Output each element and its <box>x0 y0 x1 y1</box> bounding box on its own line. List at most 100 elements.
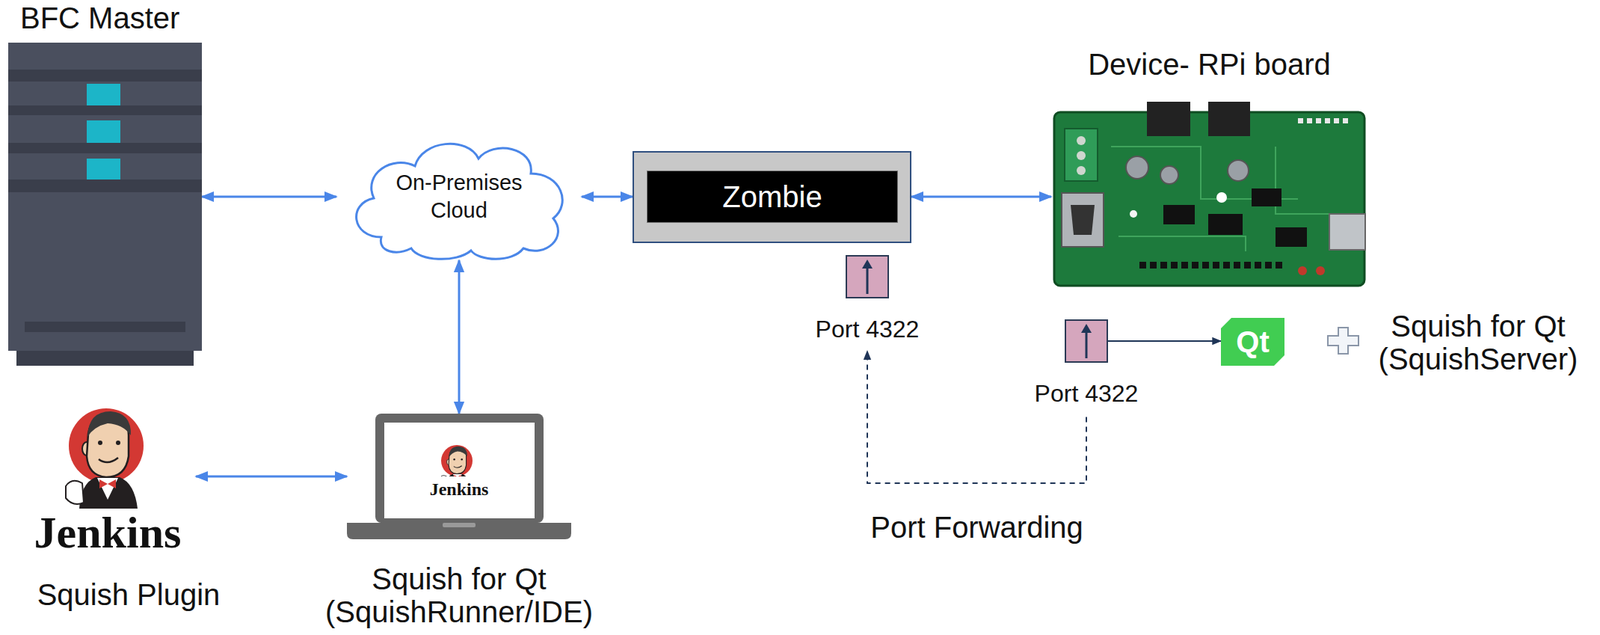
connector-arrow <box>195 475 347 478</box>
layout-box: On-Premises Cloud <box>336 132 582 261</box>
graphic-rect <box>1265 261 1272 269</box>
graphic-rect <box>1275 261 1283 269</box>
graphic-path <box>453 465 463 469</box>
graphic-rect <box>375 413 544 523</box>
graphic-circle <box>1076 136 1086 146</box>
graphic-line <box>866 266 869 294</box>
graphic-path <box>87 411 131 437</box>
graphic-rect <box>1212 261 1220 269</box>
port-forward-connector <box>867 350 1087 483</box>
graphic-circle <box>1076 165 1086 175</box>
graphic-rect <box>8 105 202 116</box>
port-box: Port 4322 <box>1064 319 1109 363</box>
graphic-rect <box>1064 128 1098 181</box>
graphic-path <box>65 480 84 504</box>
layout-box: Squish Plugin <box>16 577 241 612</box>
graphic-path <box>1111 146 1336 252</box>
layout-box: BFC Master <box>20 0 180 36</box>
graphic-rect <box>1233 261 1241 269</box>
graphic-circle <box>68 408 144 483</box>
graphic-rect <box>1297 118 1304 124</box>
server-illustration-holder <box>8 42 202 366</box>
layout-box: Device- RPi board <box>1051 46 1368 83</box>
graphic-path <box>97 477 119 500</box>
graphic-path <box>441 475 448 477</box>
jenkins-butler <box>19 403 196 509</box>
node-heading: Device- RPi board <box>1087 46 1331 83</box>
connector-arrow <box>911 195 1052 199</box>
graphic-path <box>99 479 116 489</box>
jenkins-icon <box>441 444 473 477</box>
jenkins-node: JenkinsSquish Plugin <box>19 403 196 614</box>
port-label: Port 4322 <box>1034 379 1139 408</box>
graphic-rect <box>24 321 186 332</box>
graphic-rect <box>1065 320 1108 362</box>
graphic-rect <box>1146 101 1191 137</box>
layout-box: Port 4322 <box>1019 379 1153 408</box>
graphic-circle <box>97 440 103 445</box>
rpi-board-illustration <box>1051 101 1368 291</box>
connector-arrow <box>581 195 633 199</box>
graphic-rect <box>1306 118 1313 124</box>
node-caption: Squish Plugin <box>37 577 221 612</box>
rpi-board-illustration-holder <box>1051 101 1368 291</box>
graphic-rect <box>1181 261 1189 269</box>
qt-logo: Qt <box>1220 317 1285 366</box>
jenkins-icon-holder <box>441 444 473 477</box>
graphic-circle <box>460 458 463 461</box>
jenkins-butler-holder <box>19 403 196 509</box>
graphic-rect <box>1191 261 1199 269</box>
qt-logo-text: Qt <box>1235 326 1269 357</box>
graphic-path <box>862 259 873 269</box>
connector-arrow <box>1108 340 1221 342</box>
graphic-rect <box>1208 213 1243 235</box>
graphic-rect <box>8 179 202 193</box>
zombie-inner-panel: Zombie <box>646 170 898 223</box>
graphic-rect <box>384 422 535 519</box>
graphic-path <box>449 446 468 457</box>
connector-arrow <box>458 260 461 414</box>
graphic-rect <box>1223 261 1230 269</box>
edge-label: Port Forwarding <box>867 509 1087 545</box>
graphic-rect <box>86 83 121 106</box>
graphic-circle <box>453 458 456 461</box>
jenkins-wordmark: Jenkins <box>34 509 182 555</box>
graphic-rect <box>1202 261 1209 269</box>
graphic-rect <box>1329 213 1366 250</box>
layout-box: Port Forwarding <box>827 509 1127 545</box>
graphic-path <box>453 474 463 477</box>
graphic-rect <box>1315 118 1322 124</box>
plus-shape <box>1327 327 1359 354</box>
graphic-path <box>1081 323 1092 333</box>
graphic-rect <box>1254 261 1262 269</box>
graphic-rect <box>1208 101 1251 137</box>
layout-box: Port 4322 <box>800 314 934 344</box>
cloud-label: On-Premises Cloud <box>380 168 538 224</box>
node-heading: BFC Master <box>20 0 180 36</box>
device-node: Device- RPi board <box>1051 44 1368 291</box>
cloud-shape-holder <box>336 132 582 261</box>
plus-symbol <box>1327 326 1360 355</box>
port-square <box>1064 319 1109 363</box>
graphic-rect <box>1170 261 1178 269</box>
graphic-rect <box>16 350 194 366</box>
zombie-label: Zombie <box>722 180 822 214</box>
graphic-circle <box>1160 165 1179 184</box>
jenkins-wordmark: Jenkins <box>429 479 489 499</box>
graphic-circle <box>1297 266 1307 276</box>
graphic-circle <box>1125 156 1149 179</box>
component-label: Squish for Qt (SquishServer) <box>1369 309 1587 376</box>
port-square <box>845 254 889 299</box>
graphic-rect <box>86 120 121 143</box>
graphic-path <box>98 457 119 463</box>
port-box: Port 4322 <box>845 254 889 299</box>
graphic-circle <box>1076 151 1086 160</box>
graphic-circle <box>441 444 473 477</box>
connector-arrow <box>201 195 337 199</box>
graphic-path <box>356 143 563 259</box>
graphic-rect <box>1324 118 1331 124</box>
graphic-path <box>453 474 461 477</box>
graphic-circle <box>1227 160 1249 181</box>
graphic-path <box>445 474 471 477</box>
